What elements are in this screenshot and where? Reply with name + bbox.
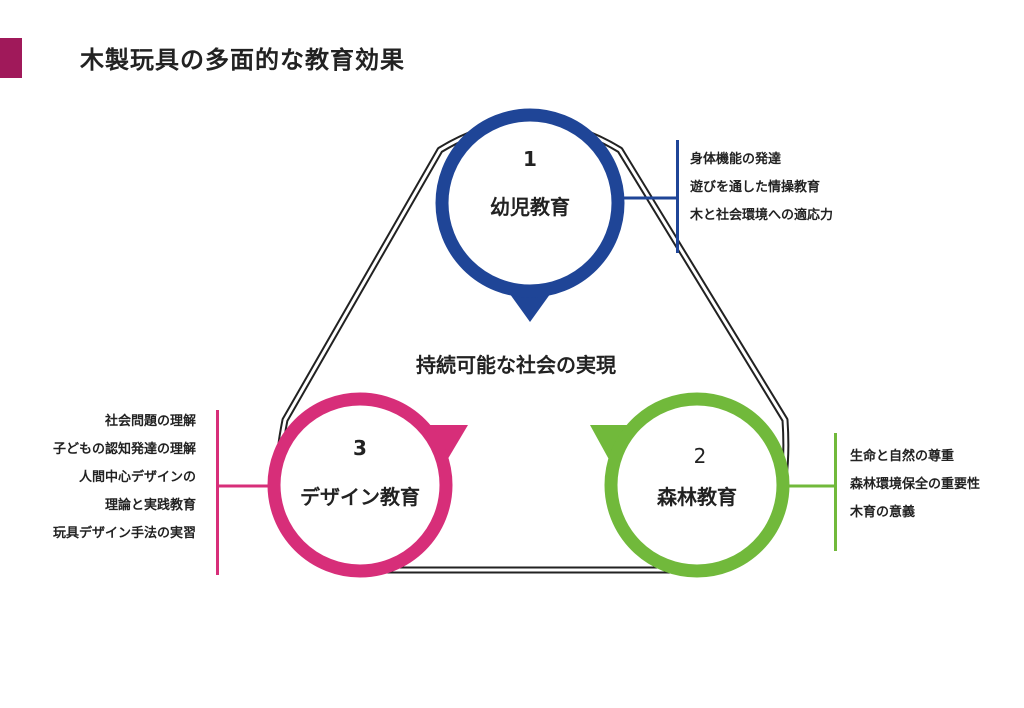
feature-item: 理論と実践教育 [104,498,196,513]
node-early-childhood-number: 1 [523,147,537,171]
node-early-childhood-label: 幼児教育 [490,195,570,219]
node-design-label: デザイン教育 [300,485,420,509]
node-early-childhood-pointer [507,290,553,322]
node-early-childhood-bracket [676,140,679,253]
feature-item: 森林環境保全の重要性 [850,477,981,492]
node-design-bracket [216,410,219,575]
title-accent-bar [0,38,22,78]
feature-item: 人間中心デザインの [78,470,196,485]
feature-item: 生命と自然の尊重 [850,449,955,464]
node-forest: 2 森林教育 [590,392,790,578]
node-forest-bracket [834,433,837,551]
feature-item: 遊びを通した情操教育 [690,180,821,195]
feature-item: 木育の意義 [850,505,916,520]
node-design-features: 社会問題の理解 子どもの認知発達の理解 人間中心デザインの 理論と実践教育 玩具… [53,408,196,548]
feature-item: 社会問題の理解 [104,414,196,429]
node-forest-number: 2 [694,444,707,468]
feature-item: 子どもの認知発達の理解 [52,442,196,457]
node-early-childhood-ring [435,108,625,298]
node-forest-label: 森林教育 [657,485,737,509]
feature-item: 木と社会環境への適応力 [690,208,834,223]
node-design-number: 3 [353,436,367,460]
node-early-childhood: 1 幼児教育 [435,108,625,322]
node-early-childhood-features: 身体機能の発達 遊びを通した情操教育 木と社会環境への適応力 [690,146,833,230]
feature-item: 玩具デザイン手法の実習 [52,526,196,541]
center-label: 持続可能な社会の実現 [416,353,616,377]
feature-item: 身体機能の発達 [690,152,782,167]
page-title: 木製玩具の多面的な教育効果 [80,46,405,74]
node-design: 3 デザイン教育 [267,392,468,578]
node-forest-features: 生命と自然の尊重 森林環境保全の重要性 木育の意義 [850,443,980,527]
